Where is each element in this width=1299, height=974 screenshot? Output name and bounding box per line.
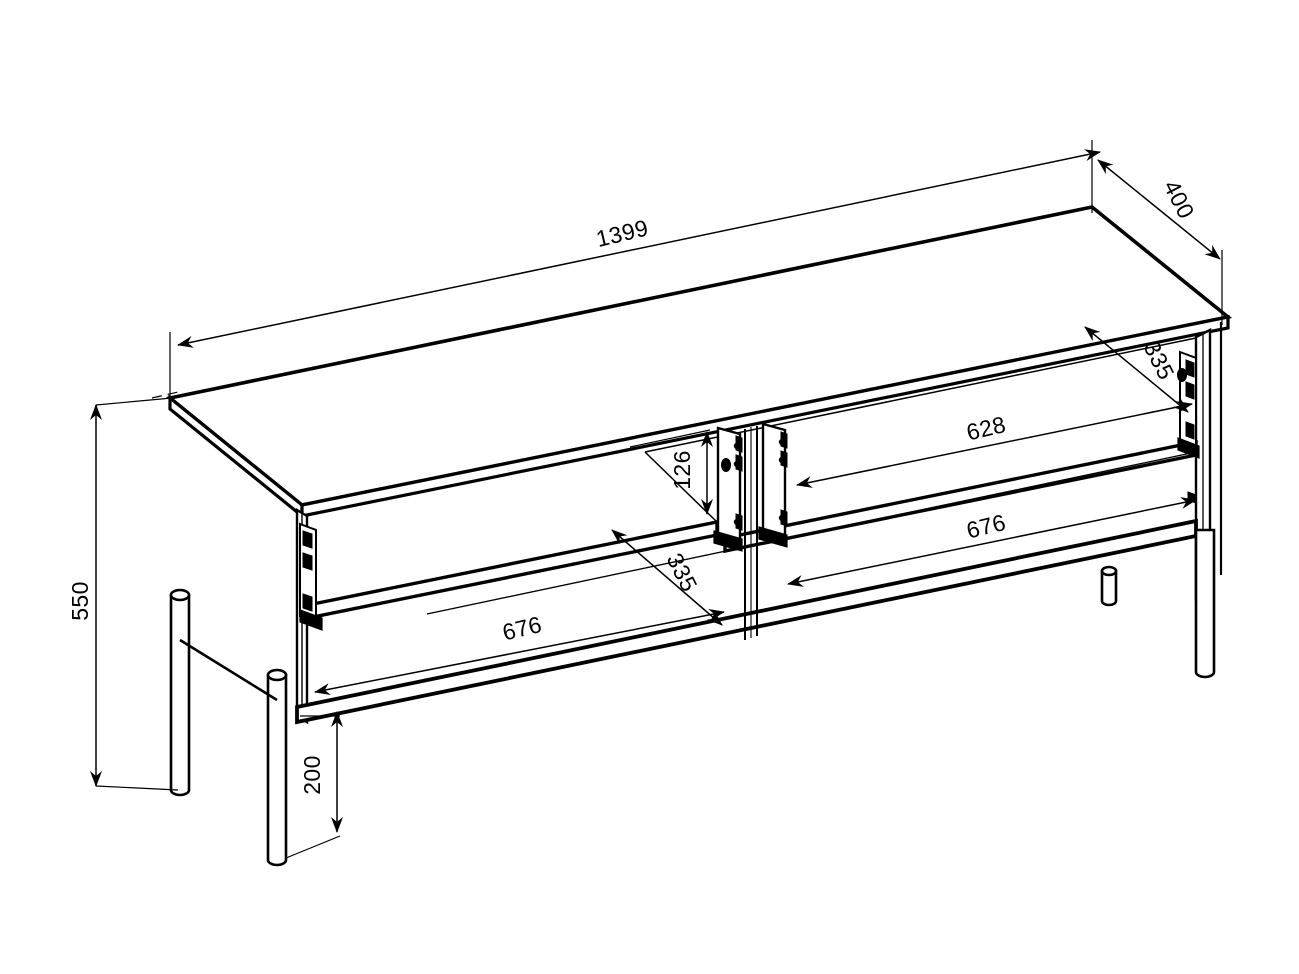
dim-divider-126 [629, 429, 713, 515]
label-depth-400: 400 [1159, 176, 1200, 223]
label-shelf-depth-335-left: 335 [662, 549, 703, 596]
label-bay-676-right: 676 [964, 509, 1009, 544]
dim-bay-628 [796, 401, 1193, 488]
cabinet-body [165, 205, 1233, 867]
dim-width-1399 [151, 140, 1101, 404]
leg-brace-left [179, 638, 278, 702]
dim-depth-400 [1097, 159, 1223, 325]
dim-bay-676-right [787, 497, 1197, 587]
label-bay-676-left: 676 [500, 611, 545, 646]
leg-back-right [1100, 565, 1118, 607]
leg-front-left [266, 668, 288, 867]
label-leg-height-200: 200 [299, 755, 325, 795]
dim-bay-676-left [314, 608, 725, 696]
dimension-lines [90, 140, 1223, 859]
leg-front-right [1194, 528, 1216, 679]
dim-shelf-depth-335-right [1084, 326, 1189, 413]
label-height-550: 550 [67, 581, 93, 621]
center-divider [713, 422, 788, 640]
dim-height-550 [90, 397, 179, 791]
label-width-1399: 1399 [593, 214, 650, 252]
label-divider-126: 126 [669, 450, 695, 490]
dim-leg-200 [285, 711, 343, 859]
leg-back-left [169, 588, 191, 797]
label-bay-628: 628 [964, 411, 1009, 446]
